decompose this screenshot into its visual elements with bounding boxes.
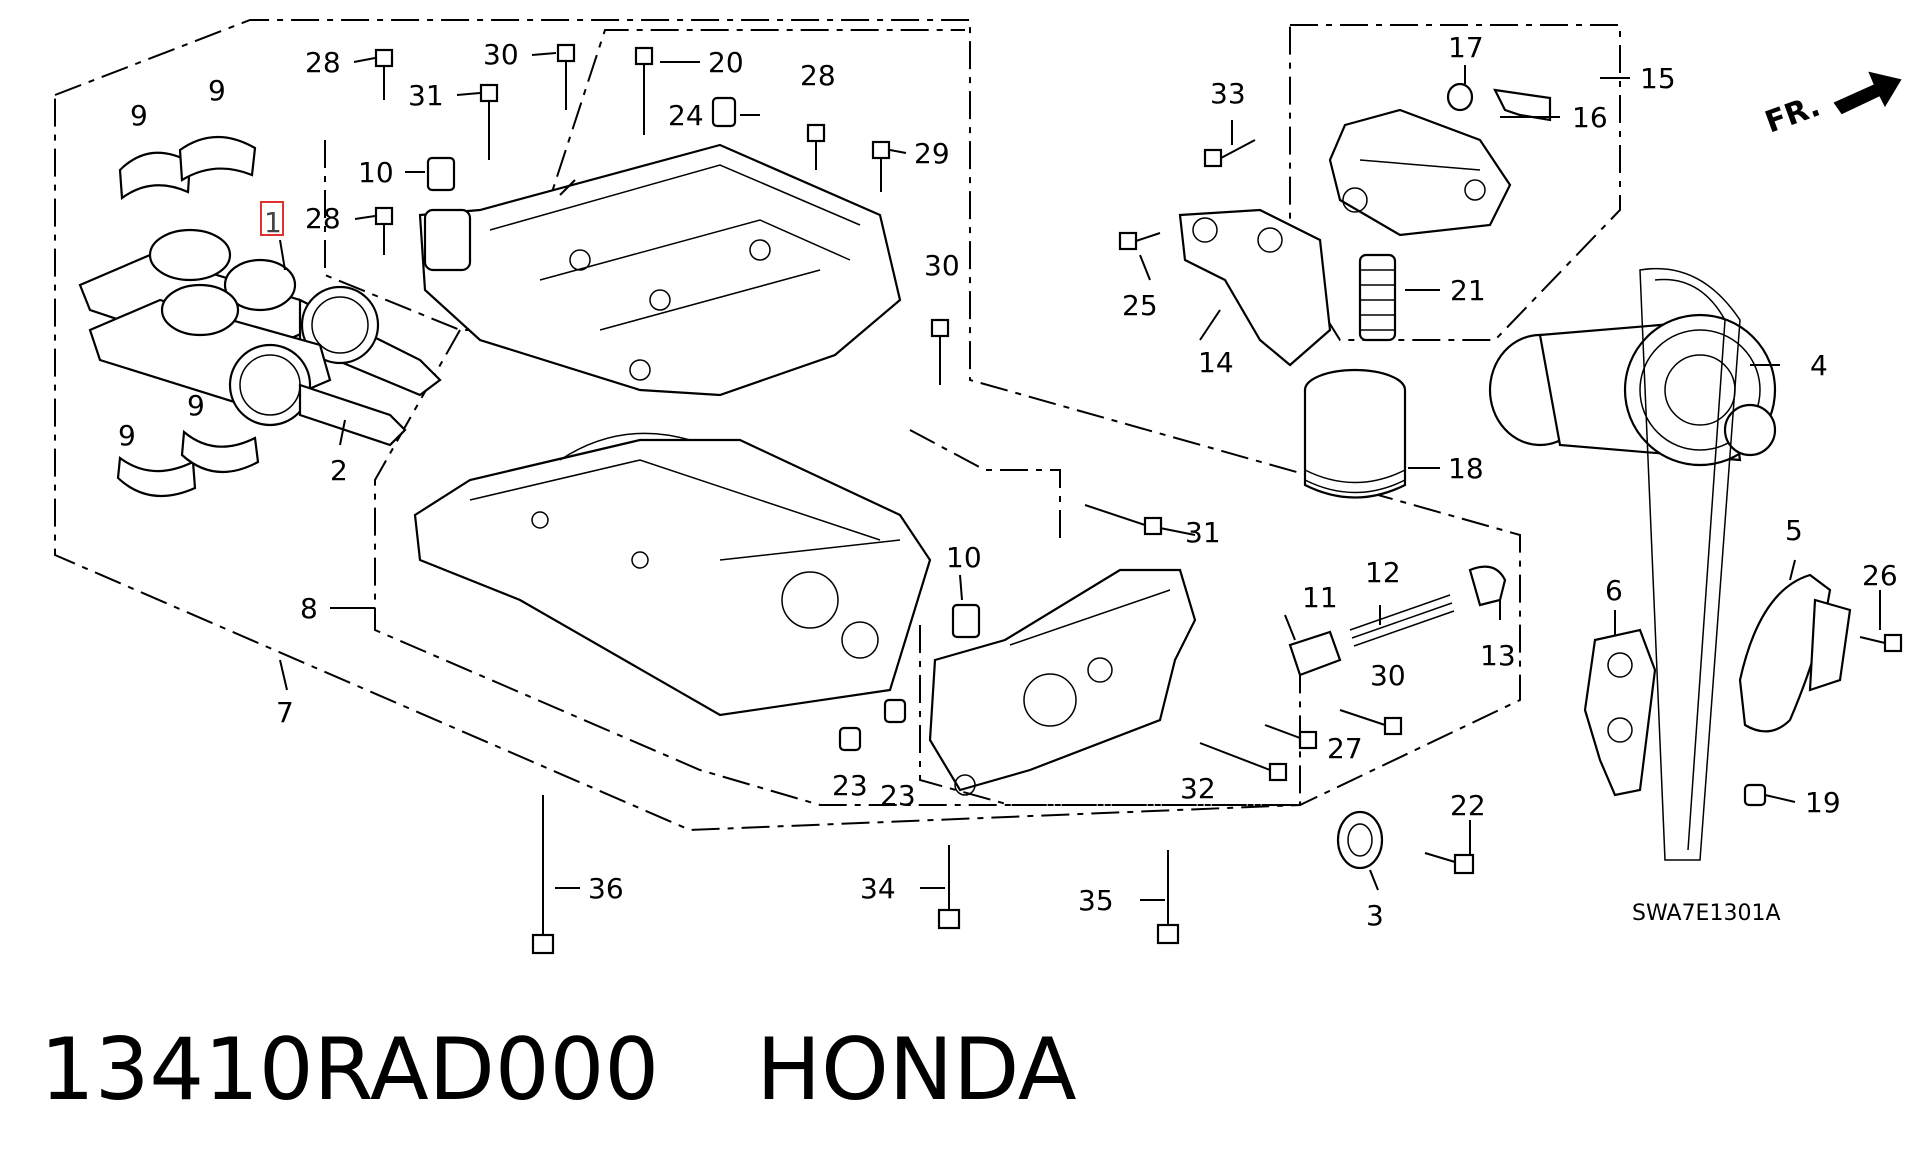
callout-30-c: 30 (1370, 659, 1406, 692)
callout-25: 25 (1122, 289, 1158, 322)
part-number: 13410RAD000 (40, 1020, 660, 1120)
callout-24: 24 (668, 99, 704, 132)
callout-15: 15 (1640, 62, 1676, 95)
diagram-code: SWA7E1301A (1632, 901, 1781, 926)
callout-21: 21 (1450, 274, 1486, 307)
chain-tensioner-icon (1738, 573, 1852, 733)
callout-5: 5 (1785, 514, 1803, 547)
callout-labels: 1 2 3 4 5 6 7 8 9 9 9 9 10 10 11 12 13 1… (118, 31, 1898, 932)
small-gear-icon (1336, 810, 1384, 870)
callout-35: 35 (1078, 884, 1114, 917)
callout-9-c: 9 (187, 389, 205, 422)
callout-8: 8 (300, 592, 318, 625)
upper-balancer-housing-icon (418, 143, 902, 397)
part-caption: 13410RAD000 HONDA (40, 1020, 1077, 1120)
callout-19: 19 (1805, 786, 1841, 819)
callout-4: 4 (1810, 349, 1828, 382)
highlight-box (260, 201, 284, 236)
callout-32: 32 (1180, 772, 1216, 805)
boundary-oil-pump (919, 625, 1301, 806)
callout-12: 12 (1365, 556, 1401, 589)
callout-28-c: 28 (800, 59, 836, 92)
oil-filter-housing-icon (1328, 108, 1512, 237)
callout-10-b: 10 (946, 541, 982, 574)
callout-30-b: 30 (924, 249, 960, 282)
chain-guide-icon (1583, 628, 1657, 797)
front-direction-arrow-icon (1833, 71, 1902, 115)
callout-9-a: 9 (130, 99, 148, 132)
boundary-pump-right (909, 429, 1061, 540)
brand-name: HONDA (756, 1020, 1077, 1120)
callout-13: 13 (1480, 639, 1516, 672)
callout-14: 14 (1198, 346, 1234, 379)
drive-sprocket-icon (1488, 313, 1777, 467)
callout-9-b: 9 (208, 74, 226, 107)
relief-valve-parts-icon (1288, 565, 1507, 677)
callout-28-b: 28 (305, 202, 341, 235)
mounting-bracket-icon (1178, 208, 1332, 367)
callout-33: 33 (1210, 77, 1246, 110)
callout-18: 18 (1448, 452, 1484, 485)
callout-11: 11 (1302, 581, 1338, 614)
timing-chain-icon (1639, 267, 1741, 861)
callout-2: 2 (330, 454, 348, 487)
callout-36: 36 (588, 872, 624, 905)
callout-6: 6 (1605, 574, 1623, 607)
callout-34: 34 (860, 872, 896, 905)
lower-balancer-housing-icon (413, 432, 932, 717)
callout-30-a: 30 (483, 38, 519, 71)
bolt-icon (374, 43, 1903, 955)
callout-17: 17 (1448, 31, 1484, 64)
front-direction-label: FR. (1761, 89, 1825, 141)
callout-16: 16 (1572, 101, 1608, 134)
oil-filter-icon (1303, 368, 1407, 499)
callout-28-a: 28 (305, 46, 341, 79)
callout-3: 3 (1366, 899, 1384, 932)
callout-1: 1 (264, 206, 282, 239)
callout-26: 26 (1862, 559, 1898, 592)
balancer-shaft-icon (78, 228, 442, 447)
callout-9-d: 9 (118, 419, 136, 452)
callout-27: 27 (1327, 732, 1363, 765)
boundary-balancer-assembly (54, 19, 1521, 832)
bearing-half-shell-icon (116, 135, 260, 498)
parts-art (78, 43, 1903, 955)
callout-31-b: 31 (1185, 516, 1221, 549)
callout-31-a: 31 (408, 79, 444, 112)
callout-7: 7 (276, 696, 294, 729)
coil-spring-icon (1358, 253, 1397, 342)
callout-22: 22 (1450, 789, 1486, 822)
callout-23-b: 23 (880, 779, 916, 812)
callout-29: 29 (914, 137, 950, 170)
callout-23-a: 23 (832, 769, 868, 802)
callout-10-a: 10 (358, 156, 394, 189)
oil-pump-icon (928, 568, 1197, 796)
leader-lines (279, 52, 1881, 901)
callout-20: 20 (708, 46, 744, 79)
